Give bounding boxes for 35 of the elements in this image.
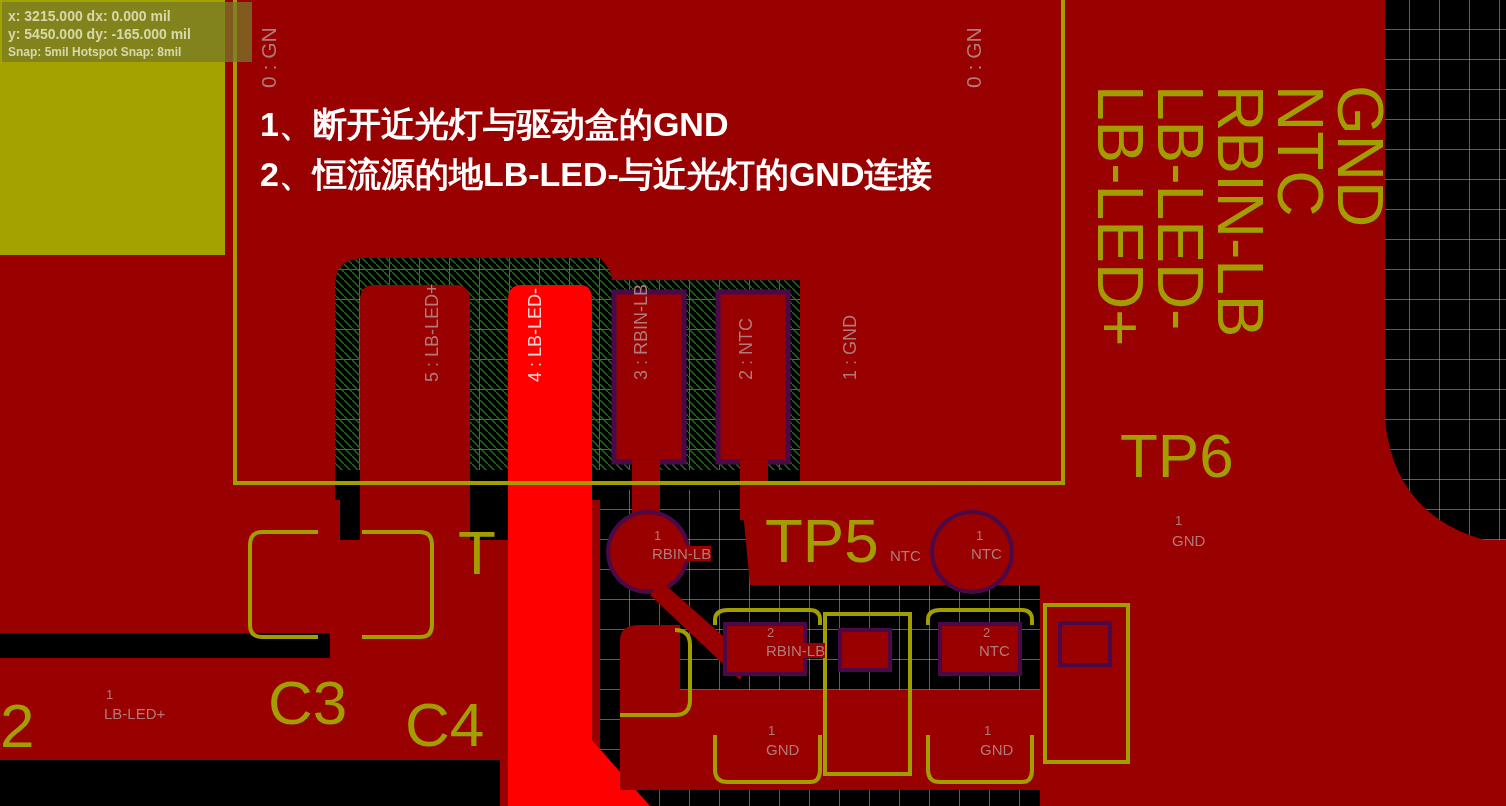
annotation-note: 1、断开近光灯与驱动盒的GND <box>260 107 729 141</box>
pad-number: 1 <box>984 724 992 737</box>
net-label: RBIN-LB <box>766 643 826 658</box>
pad-label: 2 : NTC <box>737 318 755 380</box>
coordinate-readout: x: 3215.000 dx: 0.000 mil <box>8 9 171 23</box>
designator-label: TP6 <box>1120 425 1234 487</box>
designator-label: 2 <box>0 695 35 757</box>
designator-label: C3 <box>268 672 348 734</box>
pad-number: 1 <box>106 688 114 701</box>
pad-label: 5 : LB-LED+ <box>423 283 441 382</box>
pad-number: 1 <box>976 529 984 542</box>
pad-label: 0 : GN <box>258 27 279 88</box>
designator-label: T <box>458 522 496 584</box>
net-label: NTC <box>971 546 1002 561</box>
net-label: NTC <box>979 643 1010 658</box>
pad-number: 1 <box>654 529 662 542</box>
pad-label: 0 : GN <box>963 27 984 88</box>
net-label: RBIN-LB <box>652 546 712 561</box>
annotation-note: 2、恒流源的地LB-LED-与近光灯的GND连接 <box>260 157 933 191</box>
pad-number: 2 <box>767 626 775 639</box>
pad-number: 1 <box>768 724 776 737</box>
pad-label: 1 : GND <box>841 315 859 380</box>
pad-label: 4 : LB-LED- <box>526 287 544 382</box>
snap-setting-text: Snap: 5mil Hotspot Snap: 8mil <box>8 46 182 58</box>
net-label: LB-LED+ <box>104 706 166 721</box>
coordinate-readout: y: 5450.000 dy: -165.000 mil <box>8 27 191 41</box>
net-label: GND <box>980 742 1014 757</box>
designator-label: C4 <box>405 694 485 756</box>
pad-number: 2 <box>983 626 991 639</box>
pad-label: 3 : RBIN-LB <box>632 283 650 380</box>
designator-label: TP5 <box>765 510 879 572</box>
net-label: NTC <box>890 548 921 563</box>
pad-number: 1 <box>1175 514 1183 527</box>
net-label: GND <box>766 742 800 757</box>
net-label: GND <box>1172 533 1206 548</box>
